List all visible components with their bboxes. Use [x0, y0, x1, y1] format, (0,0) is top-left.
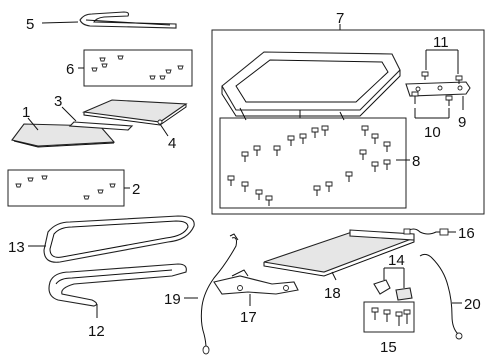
part-15-fasteners [371, 307, 411, 326]
part-5-seal-strip [79, 11, 177, 29]
callout-20: 20 [464, 296, 481, 313]
part-3-trim-strip [68, 121, 134, 131]
callout-19: 19 [164, 291, 181, 308]
part-2-clips [15, 175, 116, 200]
part-14-clips [373, 279, 413, 301]
part-8-fasteners [227, 125, 391, 206]
callout-8: 8 [412, 153, 420, 170]
callout-1: 1 [22, 104, 30, 121]
callout-10: 10 [424, 124, 441, 141]
part-8-fastener-box [219, 117, 407, 209]
part-15-fastener-box [363, 301, 415, 333]
callout-2: 2 [132, 181, 140, 198]
part-13-outer-seal [43, 215, 195, 263]
leader-1 [27, 117, 39, 131]
callout-5: 5 [26, 16, 34, 33]
part-9-rear-bracket [405, 81, 471, 97]
leader-5 [41, 21, 79, 24]
callout-13: 13 [8, 239, 25, 256]
leader-4 [159, 123, 169, 137]
callout-14: 14 [388, 252, 405, 269]
callout-16: 16 [458, 225, 475, 242]
part-7-frame-group [211, 29, 485, 215]
part-18-sunshade [263, 229, 415, 277]
part-2-clip-box [7, 169, 125, 207]
part-12-lower-seal [48, 263, 187, 307]
part-17-motor-bracket [213, 269, 299, 295]
part-4-shade-panel [81, 99, 188, 126]
callout-15: 15 [380, 339, 397, 356]
callout-9: 9 [458, 114, 466, 131]
callout-18: 18 [324, 285, 341, 302]
callout-4: 4 [168, 135, 176, 152]
part-6-clip-box [83, 49, 193, 87]
part-19-drain-hose [200, 233, 239, 355]
callout-6: 6 [66, 61, 74, 78]
callout-12: 12 [88, 323, 105, 340]
leader-18 [331, 271, 337, 281]
leader-10 [414, 108, 450, 119]
part-11-bolts [421, 71, 463, 84]
callout-11: 11 [433, 34, 449, 51]
callout-17: 17 [240, 309, 257, 326]
leader-11 [425, 49, 459, 74]
callout-3: 3 [54, 93, 62, 110]
callout-7: 7 [336, 10, 344, 27]
part-10-studs [411, 91, 453, 106]
part-20-drain-hose [419, 253, 463, 340]
leader-3 [61, 106, 77, 122]
part-6-clips [91, 55, 184, 80]
part-7-sunroof-frame [221, 51, 401, 121]
leader-14 [383, 267, 405, 288]
